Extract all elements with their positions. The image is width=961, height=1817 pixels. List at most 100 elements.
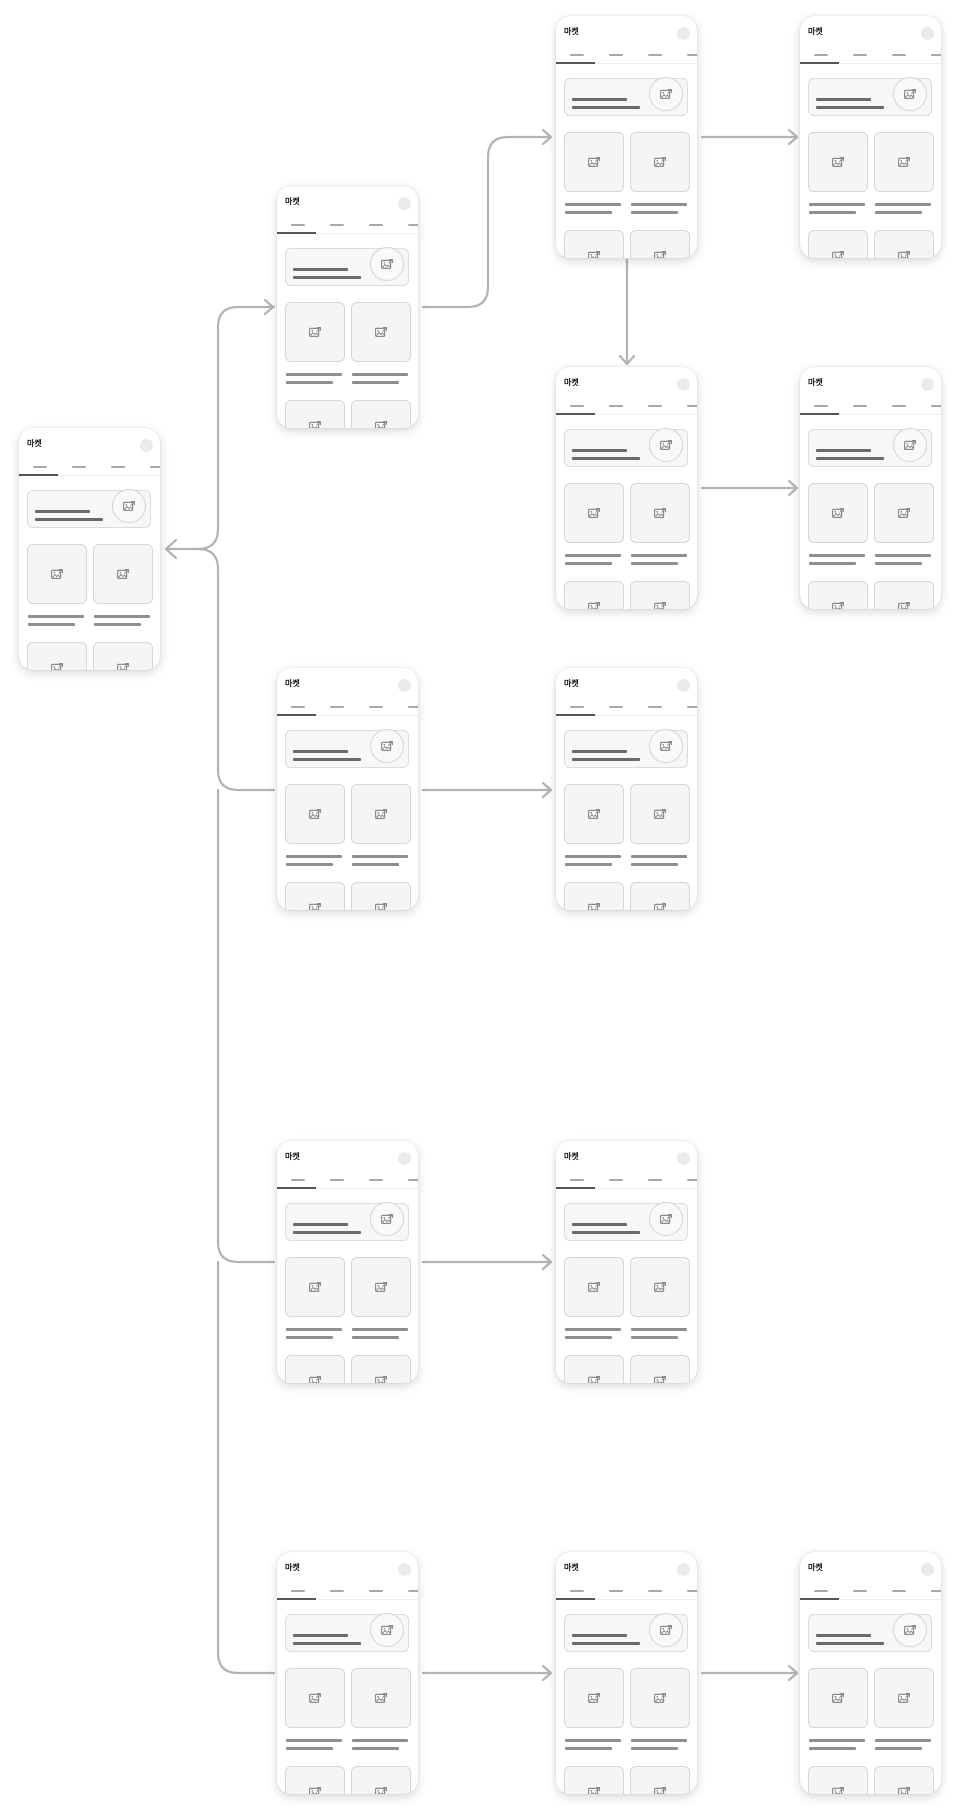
product-card-image[interactable] [351, 882, 411, 910]
tab-4[interactable] [150, 466, 160, 468]
tab-3[interactable] [648, 405, 662, 407]
promo-banner[interactable] [285, 1202, 409, 1241]
promo-banner[interactable] [808, 428, 932, 467]
tab-2[interactable] [72, 466, 86, 468]
tab-2[interactable] [609, 405, 623, 407]
tab-4[interactable] [687, 1590, 697, 1592]
product-card-image[interactable] [564, 882, 624, 910]
product-card-image[interactable] [564, 132, 624, 192]
tab-3[interactable] [369, 224, 383, 226]
tab-2[interactable] [609, 1590, 623, 1592]
product-card-image[interactable] [285, 882, 345, 910]
tab-3[interactable] [892, 1590, 906, 1592]
product-card-image[interactable] [93, 544, 153, 604]
tab-1[interactable] [570, 54, 584, 56]
product-card-image[interactable] [285, 1766, 345, 1794]
tab-3[interactable] [111, 466, 125, 468]
tab-3[interactable] [892, 405, 906, 407]
product-card-image[interactable] [564, 483, 624, 543]
tab-2[interactable] [853, 1590, 867, 1592]
tab-3[interactable] [369, 1179, 383, 1181]
product-card-image[interactable] [808, 483, 868, 543]
tab-3[interactable] [648, 706, 662, 708]
tab-4[interactable] [931, 54, 941, 56]
tab-4[interactable] [408, 1179, 418, 1181]
tab-1[interactable] [570, 1590, 584, 1592]
product-card-image[interactable] [630, 784, 690, 844]
tab-4[interactable] [687, 54, 697, 56]
avatar[interactable] [140, 439, 153, 452]
product-card-image[interactable] [564, 581, 624, 609]
tab-4[interactable] [408, 706, 418, 708]
tab-1[interactable] [291, 1590, 305, 1592]
tab-2[interactable] [853, 405, 867, 407]
product-card-image[interactable] [630, 581, 690, 609]
product-card-image[interactable] [351, 1766, 411, 1794]
product-card-image[interactable] [874, 581, 934, 609]
promo-banner[interactable] [564, 1202, 688, 1241]
product-card-image[interactable] [874, 1668, 934, 1728]
product-card-image[interactable] [630, 1668, 690, 1728]
product-card-image[interactable] [630, 230, 690, 258]
tab-4[interactable] [408, 224, 418, 226]
tab-1[interactable] [570, 405, 584, 407]
product-card-image[interactable] [351, 784, 411, 844]
avatar[interactable] [398, 1563, 411, 1576]
product-card-image[interactable] [27, 544, 87, 604]
avatar[interactable] [398, 679, 411, 692]
tab-1[interactable] [814, 1590, 828, 1592]
tab-4[interactable] [931, 405, 941, 407]
tab-2[interactable] [609, 706, 623, 708]
promo-banner[interactable] [564, 77, 688, 116]
tab-3[interactable] [369, 1590, 383, 1592]
product-card-image[interactable] [630, 1355, 690, 1383]
promo-banner[interactable] [285, 247, 409, 286]
avatar[interactable] [677, 378, 690, 391]
product-card-image[interactable] [285, 1257, 345, 1317]
tab-1[interactable] [291, 224, 305, 226]
tab-2[interactable] [609, 1179, 623, 1181]
product-card-image[interactable] [808, 1668, 868, 1728]
promo-banner[interactable] [285, 1613, 409, 1652]
tab-3[interactable] [648, 1590, 662, 1592]
tab-1[interactable] [570, 706, 584, 708]
screen-mockup-s10[interactable]: 마켓 [800, 367, 941, 609]
promo-banner[interactable] [808, 77, 932, 116]
product-card-image[interactable] [285, 302, 345, 362]
screen-mockup-s12[interactable]: 마켓 [800, 1552, 941, 1794]
product-card-image[interactable] [564, 1668, 624, 1728]
screen-mockup-s7[interactable]: 마켓 [556, 1141, 697, 1383]
product-card-image[interactable] [874, 230, 934, 258]
screen-mockup-s6[interactable]: 마켓 [277, 1141, 418, 1383]
avatar[interactable] [677, 27, 690, 40]
tab-4[interactable] [931, 1590, 941, 1592]
promo-banner[interactable] [808, 1613, 932, 1652]
product-card-image[interactable] [93, 642, 153, 670]
tab-2[interactable] [330, 1590, 344, 1592]
product-card-image[interactable] [630, 483, 690, 543]
product-card-image[interactable] [564, 230, 624, 258]
tab-3[interactable] [648, 54, 662, 56]
product-card-image[interactable] [564, 1766, 624, 1794]
product-card-image[interactable] [874, 132, 934, 192]
avatar[interactable] [921, 1563, 934, 1576]
screen-mockup-s11[interactable]: 마켓 [556, 1552, 697, 1794]
promo-banner[interactable] [564, 1613, 688, 1652]
product-card-image[interactable] [285, 1668, 345, 1728]
product-card-image[interactable] [351, 1257, 411, 1317]
product-card-image[interactable] [351, 1668, 411, 1728]
screen-mockup-s8[interactable]: 마켓 [277, 1552, 418, 1794]
promo-banner[interactable] [285, 729, 409, 768]
screen-mockup-s4[interactable]: 마켓 [277, 668, 418, 910]
product-card-image[interactable] [564, 1257, 624, 1317]
screen-mockup-s0[interactable]: 마켓 [19, 428, 160, 670]
tab-2[interactable] [330, 224, 344, 226]
avatar[interactable] [677, 679, 690, 692]
promo-banner[interactable] [564, 729, 688, 768]
product-card-image[interactable] [285, 1355, 345, 1383]
product-card-image[interactable] [27, 642, 87, 670]
product-card-image[interactable] [630, 1257, 690, 1317]
promo-banner[interactable] [564, 428, 688, 467]
screen-mockup-s3[interactable]: 마켓 [800, 16, 941, 258]
product-card-image[interactable] [808, 581, 868, 609]
